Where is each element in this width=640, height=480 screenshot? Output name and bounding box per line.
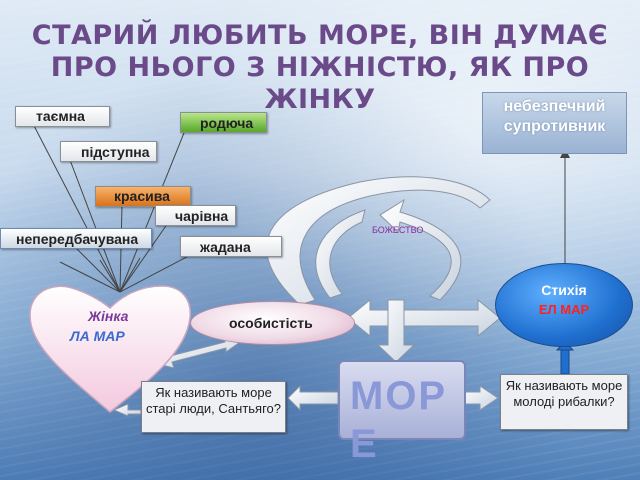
arrow-to-heart	[112, 403, 142, 417]
curved-arrow-left	[315, 209, 366, 299]
epithet-chariv: чарівна	[175, 208, 229, 224]
person-label: особистість	[229, 315, 313, 331]
question-old-people: Як називають море старі люди, Сантьяго?	[141, 381, 286, 433]
epithet-taiemna: таємна	[36, 108, 85, 124]
page-title: СТАРИЙ ЛЮБИТЬ МОРЕ, ВІН ДУМАЄ ПРО НЬОГО …	[31, 20, 609, 115]
double-arrow-horizontal	[347, 298, 501, 338]
woman-label: Жінка	[88, 308, 129, 324]
sea-box: МОРЕ	[338, 360, 466, 466]
arrow-sea-to-right	[461, 385, 499, 411]
epithet-rodiucha: родюча	[200, 115, 254, 131]
sea-label: МОРЕ	[350, 374, 448, 466]
arrow-sea-to-left	[287, 384, 339, 412]
arrow-up-blue	[560, 347, 570, 375]
person-ellipse: особистість	[190, 301, 355, 345]
epithet-box-rodiucha	[180, 112, 267, 133]
element-ellipse: Стихія ЕЛ МАР	[495, 263, 633, 347]
epithet-neperedbach: непередбачувана	[16, 231, 139, 247]
question-young-fishermen: Як називають море молоді рибалки?	[500, 374, 628, 430]
heart-shape	[29, 285, 191, 413]
epithet-box-taiemna	[15, 106, 110, 127]
woman-spanish-label: ЛА МАР	[70, 328, 125, 344]
epithet-box-chariv	[155, 205, 236, 226]
element-spanish-label: ЕЛ МАР	[538, 302, 590, 317]
epithet-box-neperedbach	[0, 228, 152, 249]
curved-arrow-top	[266, 176, 491, 306]
epithet-box-zhadana	[180, 236, 282, 257]
danger-box: небезпечний супротивник	[482, 92, 627, 154]
arrow-down-to-sea	[376, 299, 416, 363]
curved-arrow-right	[379, 198, 462, 301]
epithet-zhadana: жадана	[200, 239, 251, 255]
deity-label: БОЖЕСТВО	[372, 225, 424, 235]
epithet-box-pidstupna	[60, 141, 157, 162]
epithet-pidstupna: підступна	[81, 144, 150, 160]
epithet-krasyva: красива	[114, 188, 170, 204]
epithet-box-krasyva	[95, 186, 191, 207]
element-label: Стихія	[541, 282, 587, 298]
